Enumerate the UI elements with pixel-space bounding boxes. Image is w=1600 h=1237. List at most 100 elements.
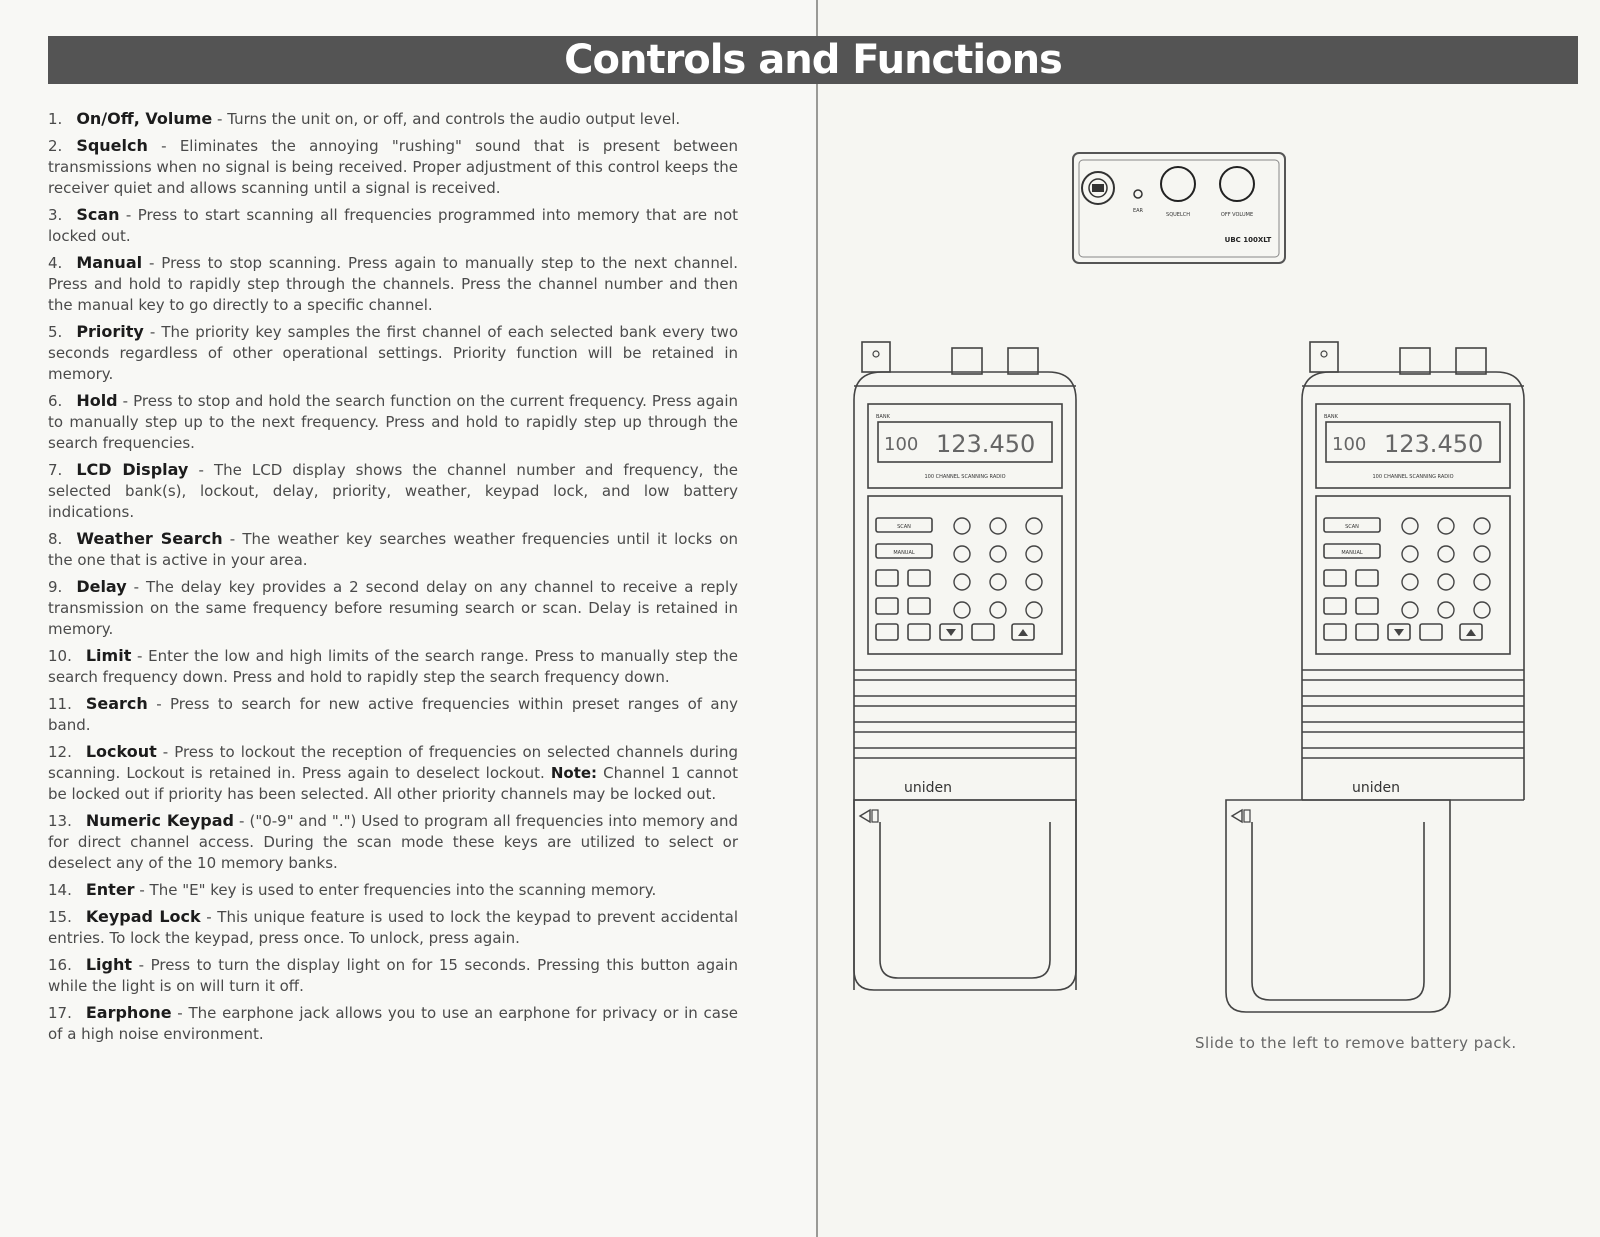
lcd-frame (867, 403, 1063, 489)
number-key-icon (1025, 573, 1043, 591)
volume-label: OFF VOLUME (1221, 212, 1253, 218)
earphone-jack-icon (1133, 189, 1143, 199)
item-name: Numeric Keypad (85, 811, 234, 830)
control-item: 13. Numeric Keypad - ("0-9" and ".") Used… (48, 810, 738, 874)
control-item: 8.Weather Search - The weather key searc… (48, 528, 738, 571)
item-description: Press to start scanning all frequencies … (48, 206, 739, 245)
radio-label: 100 CHANNEL SCANNING RADIO (924, 474, 1005, 480)
control-item: 5.Priority - The priority key samples th… (48, 321, 738, 385)
right-page (818, 0, 1600, 1237)
item-note-label: Note: (550, 764, 598, 782)
item-name: Hold (76, 391, 118, 410)
control-item: 16.Light - Press to turn the display lig… (48, 954, 738, 997)
function-key (875, 597, 899, 615)
item-name: Priority (76, 322, 144, 341)
item-number: 1. (48, 110, 63, 128)
number-key-icon (953, 601, 971, 619)
item-description: Press to search for new active frequenci… (48, 695, 739, 734)
control-item: 14.Enter - The "E" key is used to enter … (48, 879, 738, 901)
item-name: Delay (76, 577, 127, 596)
item-separator: - (212, 110, 228, 128)
control-item: 15.Keypad Lock - This unique feature is … (48, 906, 738, 949)
antenna-hole-icon (1320, 350, 1328, 358)
antenna-connector-icon (1081, 171, 1115, 205)
number-key-icon (953, 545, 971, 563)
item-description: Press to turn the display light on for 1… (48, 956, 738, 995)
item-name: Weather Search (76, 529, 223, 548)
item-number: 2. (48, 137, 63, 155)
item-separator: - (233, 812, 250, 830)
item-name: LCD Display (76, 460, 189, 479)
lcd-frame (1315, 403, 1511, 489)
control-item: 3.Scan - Press to start scanning all fre… (48, 204, 738, 247)
number-key-icon (989, 601, 1007, 619)
function-key (907, 597, 931, 615)
item-separator: - (119, 206, 138, 224)
radio-label: 100 CHANNEL SCANNING RADIO (1372, 474, 1453, 480)
function-key (907, 569, 931, 587)
item-separator: - (200, 908, 218, 926)
lcd-channel: 100 (884, 434, 918, 455)
number-key-icon (1401, 601, 1419, 619)
number-key-icon (1025, 517, 1043, 535)
up-arrow-icon (1018, 629, 1028, 636)
item-number: 13. (48, 812, 72, 830)
function-key (1011, 623, 1035, 641)
lcd-frequency: 123.450 (1384, 430, 1483, 458)
function-key (1459, 623, 1483, 641)
item-number: 3. (48, 206, 63, 224)
item-separator: - (117, 392, 134, 410)
function-key (1323, 597, 1347, 615)
ear-label: EAR (1133, 208, 1144, 214)
keypad-frame (867, 495, 1063, 655)
down-arrow-icon (1394, 629, 1404, 636)
item-separator: - (156, 743, 175, 761)
item-name: Limit (85, 646, 132, 665)
item-description: The weather key searches weather frequen… (48, 530, 739, 569)
number-key-icon (1401, 517, 1419, 535)
scan-key (875, 517, 933, 533)
item-description: Eliminates the annoying "rushing" sound … (48, 137, 739, 197)
item-description: ("0-9" and ".") Used to program all freq… (48, 812, 738, 872)
battery-pack-inner (1251, 822, 1425, 1001)
item-name: Earphone (85, 1003, 172, 1022)
squelch-knob-icon (1399, 347, 1431, 375)
item-number: 9. (48, 578, 63, 596)
brand-logo: uniden (1352, 780, 1400, 796)
squelch-knob-icon (1160, 166, 1196, 202)
item-number: 7. (48, 461, 63, 479)
brand-logo: uniden (904, 780, 952, 796)
number-key-icon (1437, 545, 1455, 563)
function-key (1323, 623, 1347, 641)
item-number: 14. (48, 881, 72, 899)
scan-key-label: SCAN (1345, 524, 1359, 530)
control-item: 1.On/Off, Volume - Turns the unit on, or… (48, 108, 738, 130)
battery-latch-icon (871, 809, 879, 823)
volume-knob-icon (1455, 347, 1487, 375)
item-number: 5. (48, 323, 63, 341)
control-item: 17.Earphone - The earphone jack allows y… (48, 1002, 738, 1045)
control-item: 12.Lockout - Press to lockout the recept… (48, 741, 738, 805)
battery-latch-icon (1243, 809, 1251, 823)
item-name: Manual (76, 253, 143, 272)
item-description: The delay key provides a 2 second delay … (48, 578, 739, 638)
item-description: Press to stop scanning. Press again to m… (48, 254, 738, 314)
number-key-icon (953, 573, 971, 591)
item-description: The LCD display shows the channel number… (48, 461, 739, 521)
function-key (875, 623, 899, 641)
number-key-icon (1473, 573, 1491, 591)
number-key-icon (953, 517, 971, 535)
item-separator: - (171, 1004, 189, 1022)
item-description: Press to lockout the reception of freque… (48, 743, 738, 782)
item-separator: - (132, 956, 151, 974)
scan-key (1323, 517, 1381, 533)
number-key-icon (1025, 601, 1043, 619)
number-key-icon (1025, 545, 1043, 563)
battery-pack-outline (853, 799, 1077, 991)
number-key-icon (989, 545, 1007, 563)
volume-knob-icon (1219, 166, 1255, 202)
item-name: Light (85, 955, 133, 974)
item-number: 15. (48, 908, 72, 926)
control-item: 6.Hold - Press to stop and hold the sear… (48, 390, 738, 454)
antenna-hole-icon (872, 350, 880, 358)
